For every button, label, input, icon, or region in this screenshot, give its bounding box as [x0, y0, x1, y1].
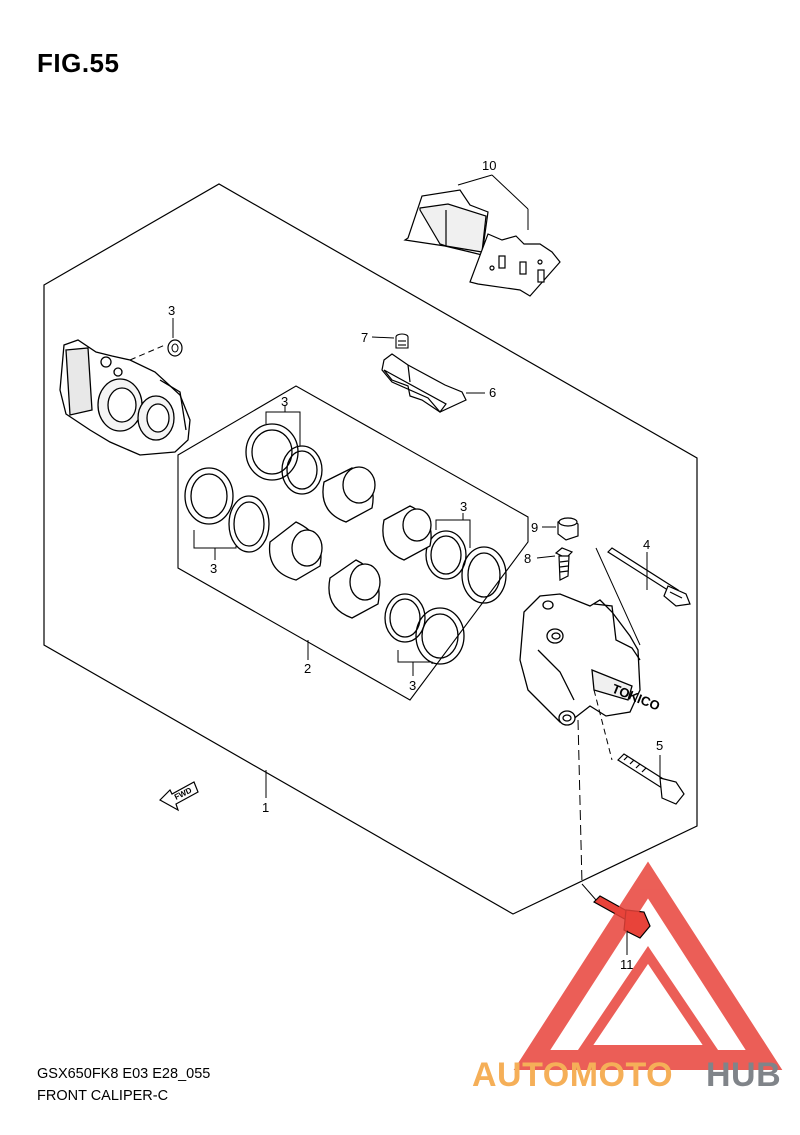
pistons: [268, 466, 432, 619]
pad-pin: [607, 547, 691, 607]
callout-8: 8: [524, 551, 531, 566]
callout-3-left: 3: [210, 561, 217, 576]
figure-code: GSX650FK8 E03 E28_055: [37, 1066, 211, 1082]
callout-7: 7: [361, 330, 368, 345]
callout-3-washer: 3: [168, 303, 175, 318]
watermark-text-1: AUTOMOTO: [472, 1056, 673, 1094]
caliper-body: [519, 593, 641, 726]
piston-group-outline: [177, 385, 529, 701]
figure-name: FRONT CALIPER-C: [37, 1088, 169, 1104]
fwd-arrow: FWD: [159, 781, 199, 812]
seal-bracket-lines: [193, 405, 471, 676]
callout-9: 9: [531, 520, 538, 535]
callout-3-right: 3: [460, 499, 467, 514]
seal-washer-small: [167, 339, 183, 357]
bleeder-cap: [557, 517, 579, 541]
callout-11: 11: [620, 957, 634, 972]
callout-3-lower: 3: [409, 678, 416, 693]
caliper-bolt: [617, 753, 685, 805]
pad-spring: [381, 353, 467, 413]
callout-1: 1: [262, 800, 269, 815]
pad-retainer-screw: [395, 333, 409, 349]
caliper-half-left: [59, 339, 191, 456]
callout-6: 6: [489, 385, 496, 400]
watermark-logo: AUTOMOTO HUB: [472, 861, 783, 1094]
callout-3-upper: 3: [281, 394, 288, 409]
watermark-text-2: HUB: [706, 1056, 781, 1094]
piston-seals: [184, 423, 507, 665]
figure-title: FIG.55: [37, 48, 120, 78]
callout-5: 5: [656, 738, 663, 753]
assembly-outline: [43, 183, 698, 915]
brake-pad-set: [403, 189, 561, 297]
callout-2: 2: [304, 661, 311, 676]
callout-10: 10: [482, 158, 496, 173]
bleeder-valve: [554, 547, 574, 581]
callout-4: 4: [643, 537, 650, 552]
